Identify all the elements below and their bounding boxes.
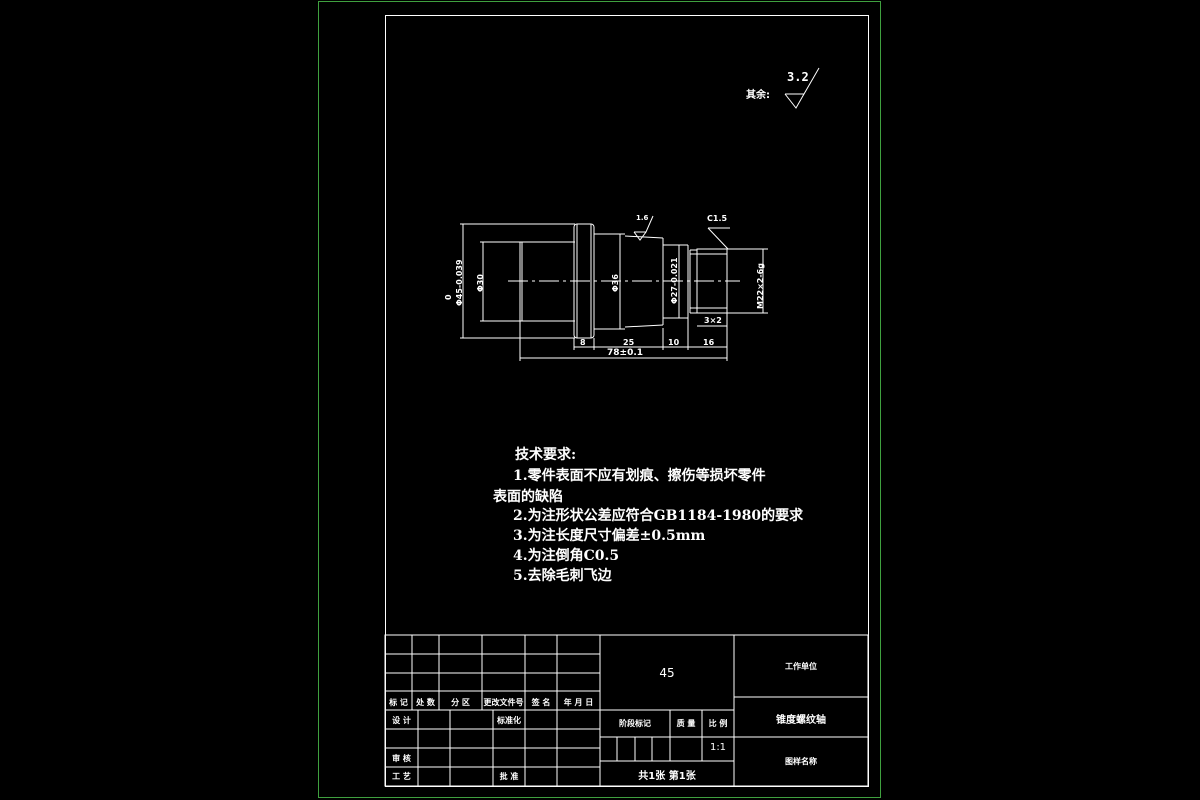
roughness-local: 1.6: [636, 214, 649, 222]
tech-req-line-3: 3.为注长度尺寸偏差±0.5mm: [513, 528, 706, 544]
stage-label: 阶段标记: [619, 719, 651, 728]
dim-len-thread: 16: [703, 338, 715, 347]
rev-header-count: 处 数: [416, 698, 435, 707]
tech-requirements-title: 技术要求:: [515, 447, 577, 463]
roughness-label: 其余:: [746, 90, 770, 101]
company: 工作单位: [785, 662, 817, 671]
rev-header-mark: 标 记: [389, 698, 408, 707]
sheet-count: 共1张 第1张: [638, 771, 696, 782]
approve-label: 批 准: [499, 772, 519, 781]
rev-header-doc: 更改文件号: [483, 698, 524, 707]
process-label: 工 艺: [392, 772, 411, 781]
part-name: 锥度螺纹轴: [776, 715, 826, 726]
rev-header-sign: 签 名: [531, 698, 551, 707]
design-label: 设 计: [392, 716, 411, 725]
tech-req-line-1: 1.零件表面不应有划痕、擦伤等损坏零件: [513, 468, 766, 484]
standardize-label: 标准化: [497, 716, 521, 725]
dim-len-neck: 10: [668, 338, 680, 347]
review-label: 审 核: [392, 754, 411, 763]
roughness-value: 3.2: [787, 70, 809, 84]
material: 45: [659, 666, 675, 680]
scale-label: 比 例: [708, 719, 728, 728]
rev-header-zone: 分 区: [451, 698, 470, 707]
dim-len-taper: 25: [623, 338, 635, 347]
dim-groove: 3×2: [704, 316, 722, 325]
scale-value: 1:1: [709, 742, 727, 753]
sheet-outer-border: [318, 1, 881, 798]
drawing-name: 图样名称: [785, 757, 817, 766]
tech-req-line-4: 4.为注倒角C0.5: [513, 548, 620, 564]
dim-chamfer: C1.5: [707, 214, 728, 223]
rev-header-date: 年 月 日: [563, 698, 594, 707]
tech-req-line-1b: 表面的缺陷: [493, 489, 563, 505]
tech-req-line-2: 2.为注形状公差应符合GB1184-1980的要求: [513, 508, 804, 524]
tech-req-line-5: 5.去除毛刺飞边: [513, 568, 612, 584]
dim-len-total: 78±0.1: [607, 348, 644, 358]
dim-len-flange: 8: [580, 338, 586, 347]
weight-label: 质 量: [676, 719, 696, 728]
